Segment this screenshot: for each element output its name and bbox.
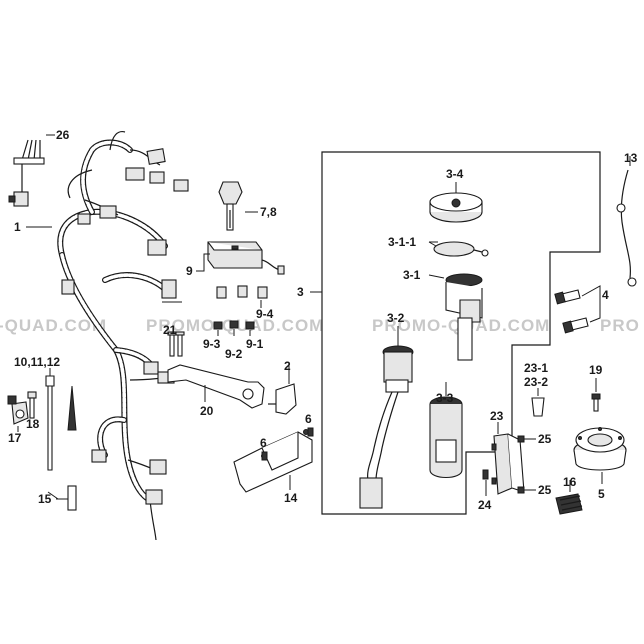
part-label: 9-3	[203, 337, 221, 351]
part-label: 6	[305, 412, 312, 426]
mounting-plate-20	[167, 364, 265, 409]
part-label: 23	[490, 409, 504, 423]
part-label: 3-2	[387, 311, 405, 325]
part-label: 17	[8, 431, 22, 445]
part-label: 10,11,12	[14, 355, 60, 369]
part-label: 23-1	[524, 361, 548, 375]
part-label: 3-3	[436, 391, 454, 405]
part-label: 3-4	[446, 167, 464, 181]
part-label: 9-4	[256, 307, 274, 321]
part-label: 9-1	[246, 337, 264, 351]
bolt-icon	[27, 391, 37, 419]
part-label: 9	[186, 264, 193, 278]
leader-lines	[47, 241, 438, 500]
fuel-cap-icon	[573, 427, 627, 484]
ignition-switch-icon	[428, 273, 483, 361]
bolt-icon	[591, 378, 601, 412]
bolt-icon	[167, 331, 185, 357]
part-label: 9-2	[225, 347, 243, 361]
switch-disc-3-1-1	[428, 241, 489, 257]
cable-tie-10-11-12	[45, 368, 55, 471]
part-label: 3-1-1	[388, 235, 416, 249]
ignition-switch-icon	[429, 382, 463, 479]
part-label: 14	[284, 491, 298, 505]
part-label: 19	[589, 363, 603, 377]
bolt-icon	[261, 427, 314, 461]
bolt-icon	[554, 285, 601, 334]
clip-13	[616, 156, 637, 287]
part-label: 26	[56, 128, 70, 142]
bolt-icon	[482, 469, 489, 496]
part-label: 15	[38, 492, 52, 506]
part-label: 18	[26, 417, 40, 431]
tie-spike-15	[56, 385, 77, 511]
bracket-2	[268, 365, 297, 415]
wire-harness-icon	[26, 130, 189, 541]
part-label: 5	[598, 487, 605, 501]
part-label: 25	[538, 432, 552, 446]
connector-26	[8, 134, 55, 207]
part-label: 7,8	[260, 205, 277, 219]
part-label: 4	[602, 288, 609, 302]
relay-box-icon	[196, 241, 285, 336]
watermark-text: PRO	[600, 316, 640, 335]
part-label: 3	[297, 285, 304, 299]
bracket-14	[233, 429, 313, 493]
part-label: 6	[260, 436, 267, 450]
clamp-17	[7, 395, 29, 432]
part-label: 3-1	[403, 268, 421, 282]
part-label: 1	[14, 220, 21, 234]
part-label: 16	[563, 475, 577, 489]
watermark-text: -QUAD.COM	[0, 316, 107, 335]
part-label: 20	[200, 404, 214, 418]
part-label: 13	[624, 151, 638, 165]
bracket-23	[491, 422, 525, 495]
fuel-cap-icon	[429, 182, 483, 223]
ignition-key-icon	[218, 181, 258, 231]
part-label: 2	[284, 359, 291, 373]
sleeve-23	[531, 388, 545, 417]
part-label: 24	[478, 498, 492, 512]
part-labels: 26 1 7,8 9 9-4 9-3 9-2 9-1 21 10,11,12 1…	[8, 128, 638, 512]
part-label: 23-2	[524, 375, 548, 389]
part-label: 25	[538, 483, 552, 497]
watermark: -QUAD.COM PROMO-QUAD.COM PROMO-QUAD.COM …	[0, 316, 640, 335]
grommet-16	[555, 480, 583, 515]
bolt-icon	[517, 435, 536, 494]
group-3-frame	[321, 151, 601, 515]
part-label: 21	[163, 323, 177, 337]
ignition-switch-icon	[359, 326, 414, 509]
